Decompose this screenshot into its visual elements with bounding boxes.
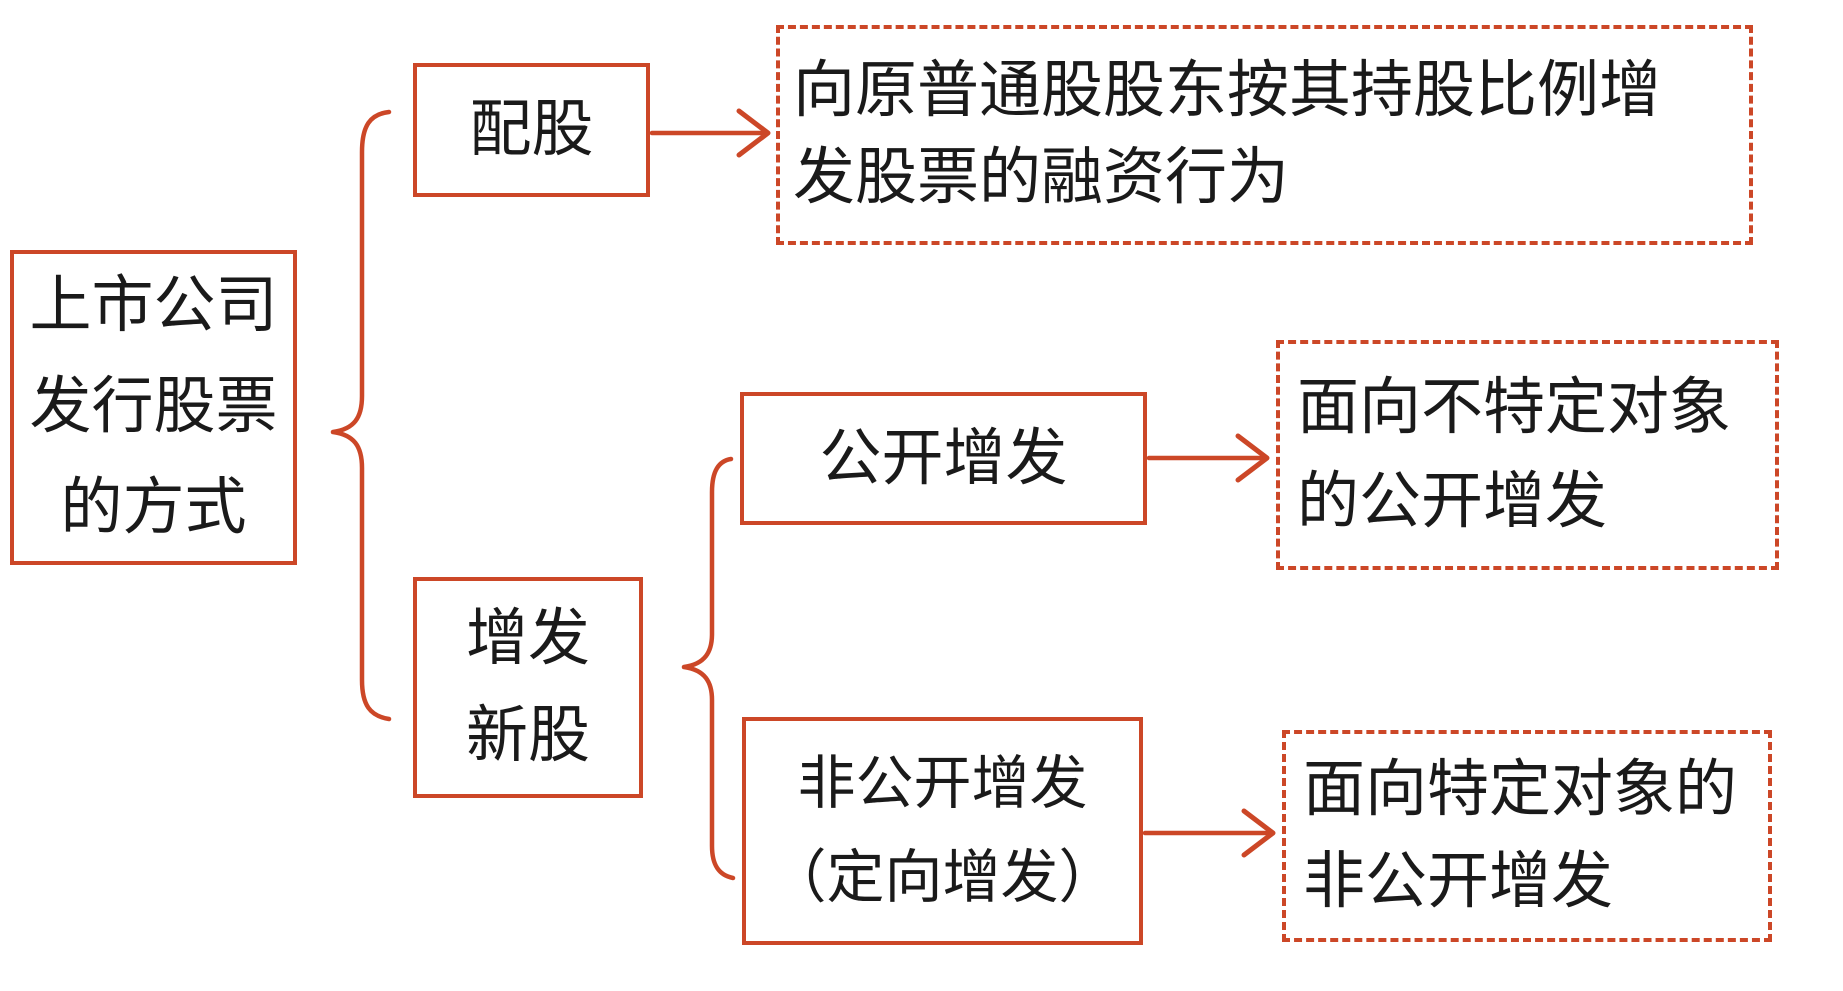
desc-peigu: 向原普通股股东按其持股比例增 发股票的融资行为 <box>776 25 1753 245</box>
node-gongkai-label: 公开增发 <box>819 424 1068 493</box>
node-peigu-label: 配股 <box>469 96 594 164</box>
node-zengfa-line-2: 新股 <box>465 701 590 770</box>
node-peigu: 配股 <box>413 63 650 197</box>
node-zengfa-line-1: 增发 <box>465 604 590 673</box>
desc-gongkai-line-1: 面向不特定对象 <box>1297 374 1732 442</box>
node-root-line-2: 发行股票 <box>29 373 278 441</box>
arrow-gongkai-head <box>1235 433 1270 483</box>
node-root-line-1: 上市公司 <box>29 272 278 340</box>
node-root: 上市公司 发行股票 的方式 <box>10 250 297 565</box>
desc-peigu-line-2: 发股票的融资行为 <box>793 144 1290 212</box>
desc-feigongkai-line-1: 面向特定对象的 <box>1303 756 1738 824</box>
brace-level-1 <box>330 109 392 722</box>
arrow-peigu-head <box>736 108 771 158</box>
brace-level-2 <box>681 456 736 881</box>
node-feigongkai: 非公开增发 （定向增发） <box>742 717 1143 945</box>
desc-peigu-line-1: 向原普通股股东按其持股比例增 <box>793 57 1662 125</box>
desc-gongkai: 面向不特定对象 的公开增发 <box>1276 340 1779 570</box>
node-feigongkai-line-2: （定向增发） <box>768 845 1117 910</box>
node-root-line-3: 的方式 <box>60 474 247 542</box>
node-feigongkai-line-1: 非公开增发 <box>797 751 1088 816</box>
node-gongkai: 公开增发 <box>740 392 1147 525</box>
desc-gongkai-line-2: 的公开增发 <box>1297 468 1608 536</box>
node-zengfa: 增发 新股 <box>413 577 643 798</box>
arrow-feigongkai-head <box>1241 808 1276 858</box>
desc-feigongkai-line-2: 非公开增发 <box>1303 848 1614 916</box>
desc-feigongkai: 面向特定对象的 非公开增发 <box>1282 730 1772 942</box>
